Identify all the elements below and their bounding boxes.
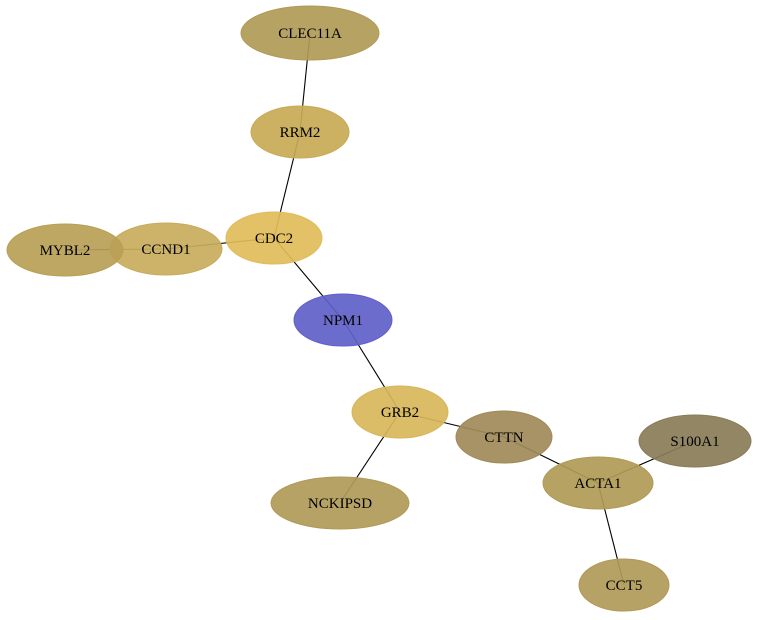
node-label: S100A1 <box>670 434 719 450</box>
node-label: GRB2 <box>381 405 419 421</box>
node-cttn[interactable]: CTTN <box>455 410 553 464</box>
node-ellipse[interactable] <box>6 223 124 277</box>
node-ellipse[interactable] <box>542 456 654 510</box>
node-ellipse[interactable] <box>351 385 449 439</box>
node-s100a1[interactable]: S100A1 <box>638 414 752 468</box>
node-acta1[interactable]: ACTA1 <box>542 456 654 510</box>
node-grb2[interactable]: GRB2 <box>351 385 449 439</box>
node-ellipse[interactable] <box>293 293 393 347</box>
node-label: RRM2 <box>280 125 321 141</box>
node-ccnd1[interactable]: CCND1 <box>109 222 223 276</box>
node-ellipse[interactable] <box>455 410 553 464</box>
node-label: CCND1 <box>141 242 190 258</box>
node-label: CDC2 <box>255 231 293 247</box>
node-nckipsd[interactable]: NCKIPSD <box>270 476 410 530</box>
node-mybl2[interactable]: MYBL2 <box>6 223 124 277</box>
node-ellipse[interactable] <box>240 5 380 61</box>
node-ellipse[interactable] <box>225 211 323 265</box>
node-label: CTTN <box>484 430 523 446</box>
node-label: NPM1 <box>323 313 363 329</box>
node-label: CLEC11A <box>278 26 342 42</box>
node-label: NCKIPSD <box>308 496 372 512</box>
node-ellipse[interactable] <box>250 105 350 159</box>
node-label: MYBL2 <box>40 243 91 259</box>
node-label: ACTA1 <box>574 476 621 492</box>
node-ellipse[interactable] <box>638 414 752 468</box>
node-npm1[interactable]: NPM1 <box>293 293 393 347</box>
node-label: CCT5 <box>606 578 643 594</box>
node-cct5[interactable]: CCT5 <box>578 558 670 612</box>
node-ellipse[interactable] <box>578 558 670 612</box>
node-rrm2[interactable]: RRM2 <box>250 105 350 159</box>
node-ellipse[interactable] <box>270 476 410 530</box>
node-clec11a[interactable]: CLEC11A <box>240 5 380 61</box>
node-cdc2[interactable]: CDC2 <box>225 211 323 265</box>
